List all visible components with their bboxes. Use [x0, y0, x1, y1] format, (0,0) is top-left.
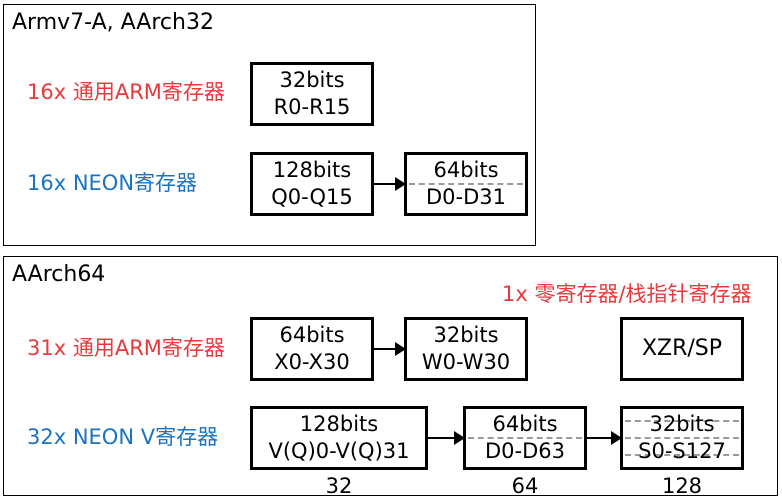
- aarch32-d-register-box: 64bits D0-D31: [404, 152, 528, 216]
- aarch64-s-range: S0-S127: [638, 439, 726, 463]
- aarch64-d-range: D0-D63: [484, 439, 565, 463]
- aarch64-v-bits: 128bits: [299, 412, 379, 436]
- aarch32-gp-register-label: 16x 通用ARM寄存器: [27, 80, 225, 104]
- aarch64-d-bits: 64bits: [492, 412, 558, 436]
- aarch64-neon-register-label: 32x NEON V寄存器: [27, 425, 219, 449]
- aarch64-x-bits: 64bits: [279, 323, 345, 347]
- aarch64-d-register-box: 64bits D0-D63: [463, 406, 587, 470]
- aarch64-s-quarter-divider-1: [625, 420, 739, 422]
- aarch64-s-register-count: 128: [661, 474, 703, 498]
- aarch32-panel-title: Armv7-A, AArch32: [12, 10, 214, 35]
- aarch64-v-register-count: 32: [325, 474, 353, 498]
- aarch32-d-range: D0-D31: [425, 185, 506, 209]
- aarch64-w-register-box: 32bits W0-W30: [404, 317, 528, 381]
- aarch64-d-register-count: 64: [511, 474, 539, 498]
- aarch32-q-range: Q0-Q15: [271, 185, 353, 209]
- aarch64-zero-sp-label: 1x 零寄存器/栈指针寄存器: [502, 282, 752, 306]
- aarch32-d-half-divider: [409, 183, 523, 185]
- aarch64-xzr-sp-text: XZR/SP: [641, 336, 723, 361]
- aarch64-d-half-divider: [468, 437, 582, 439]
- aarch64-w-range: W0-W30: [421, 350, 511, 374]
- aarch64-panel: AArch64: [3, 256, 778, 496]
- aarch64-gp-register-label: 31x 通用ARM寄存器: [27, 336, 225, 360]
- aarch32-r-bits: 32bits: [279, 68, 345, 92]
- aarch32-q-bits: 128bits: [272, 158, 352, 182]
- aarch64-v-register-box: 128bits V(Q)0-V(Q)31: [250, 406, 428, 470]
- aarch64-s-quarter-divider-2: [625, 437, 739, 439]
- aarch32-panel: Armv7-A, AArch32: [3, 4, 536, 246]
- aarch64-s-quarter-divider-3: [625, 454, 739, 456]
- aarch64-x-register-box: 64bits X0-X30: [250, 317, 374, 381]
- aarch32-d-bits: 64bits: [433, 158, 499, 182]
- aarch64-w-bits: 32bits: [433, 323, 499, 347]
- aarch32-neon-register-label: 16x NEON寄存器: [27, 171, 198, 195]
- aarch32-q-to-d-arrow: [374, 177, 406, 191]
- aarch64-d-to-s-arrow: [587, 431, 622, 445]
- aarch32-r-range: R0-R15: [273, 95, 351, 119]
- aarch32-r-register-box: 32bits R0-R15: [250, 62, 374, 126]
- aarch64-panel-title: AArch64: [12, 262, 106, 287]
- aarch32-q-register-box: 128bits Q0-Q15: [250, 152, 374, 216]
- aarch64-s-register-box: 32bits S0-S127: [620, 406, 744, 470]
- aarch64-v-range: V(Q)0-V(Q)31: [268, 439, 410, 463]
- aarch64-xzr-sp-box: XZR/SP: [620, 317, 744, 381]
- aarch64-v-to-d-arrow: [428, 431, 465, 445]
- aarch64-x-range: X0-X30: [274, 350, 350, 374]
- aarch64-s-bits: 32bits: [649, 412, 715, 436]
- aarch64-x-to-w-arrow: [374, 342, 406, 356]
